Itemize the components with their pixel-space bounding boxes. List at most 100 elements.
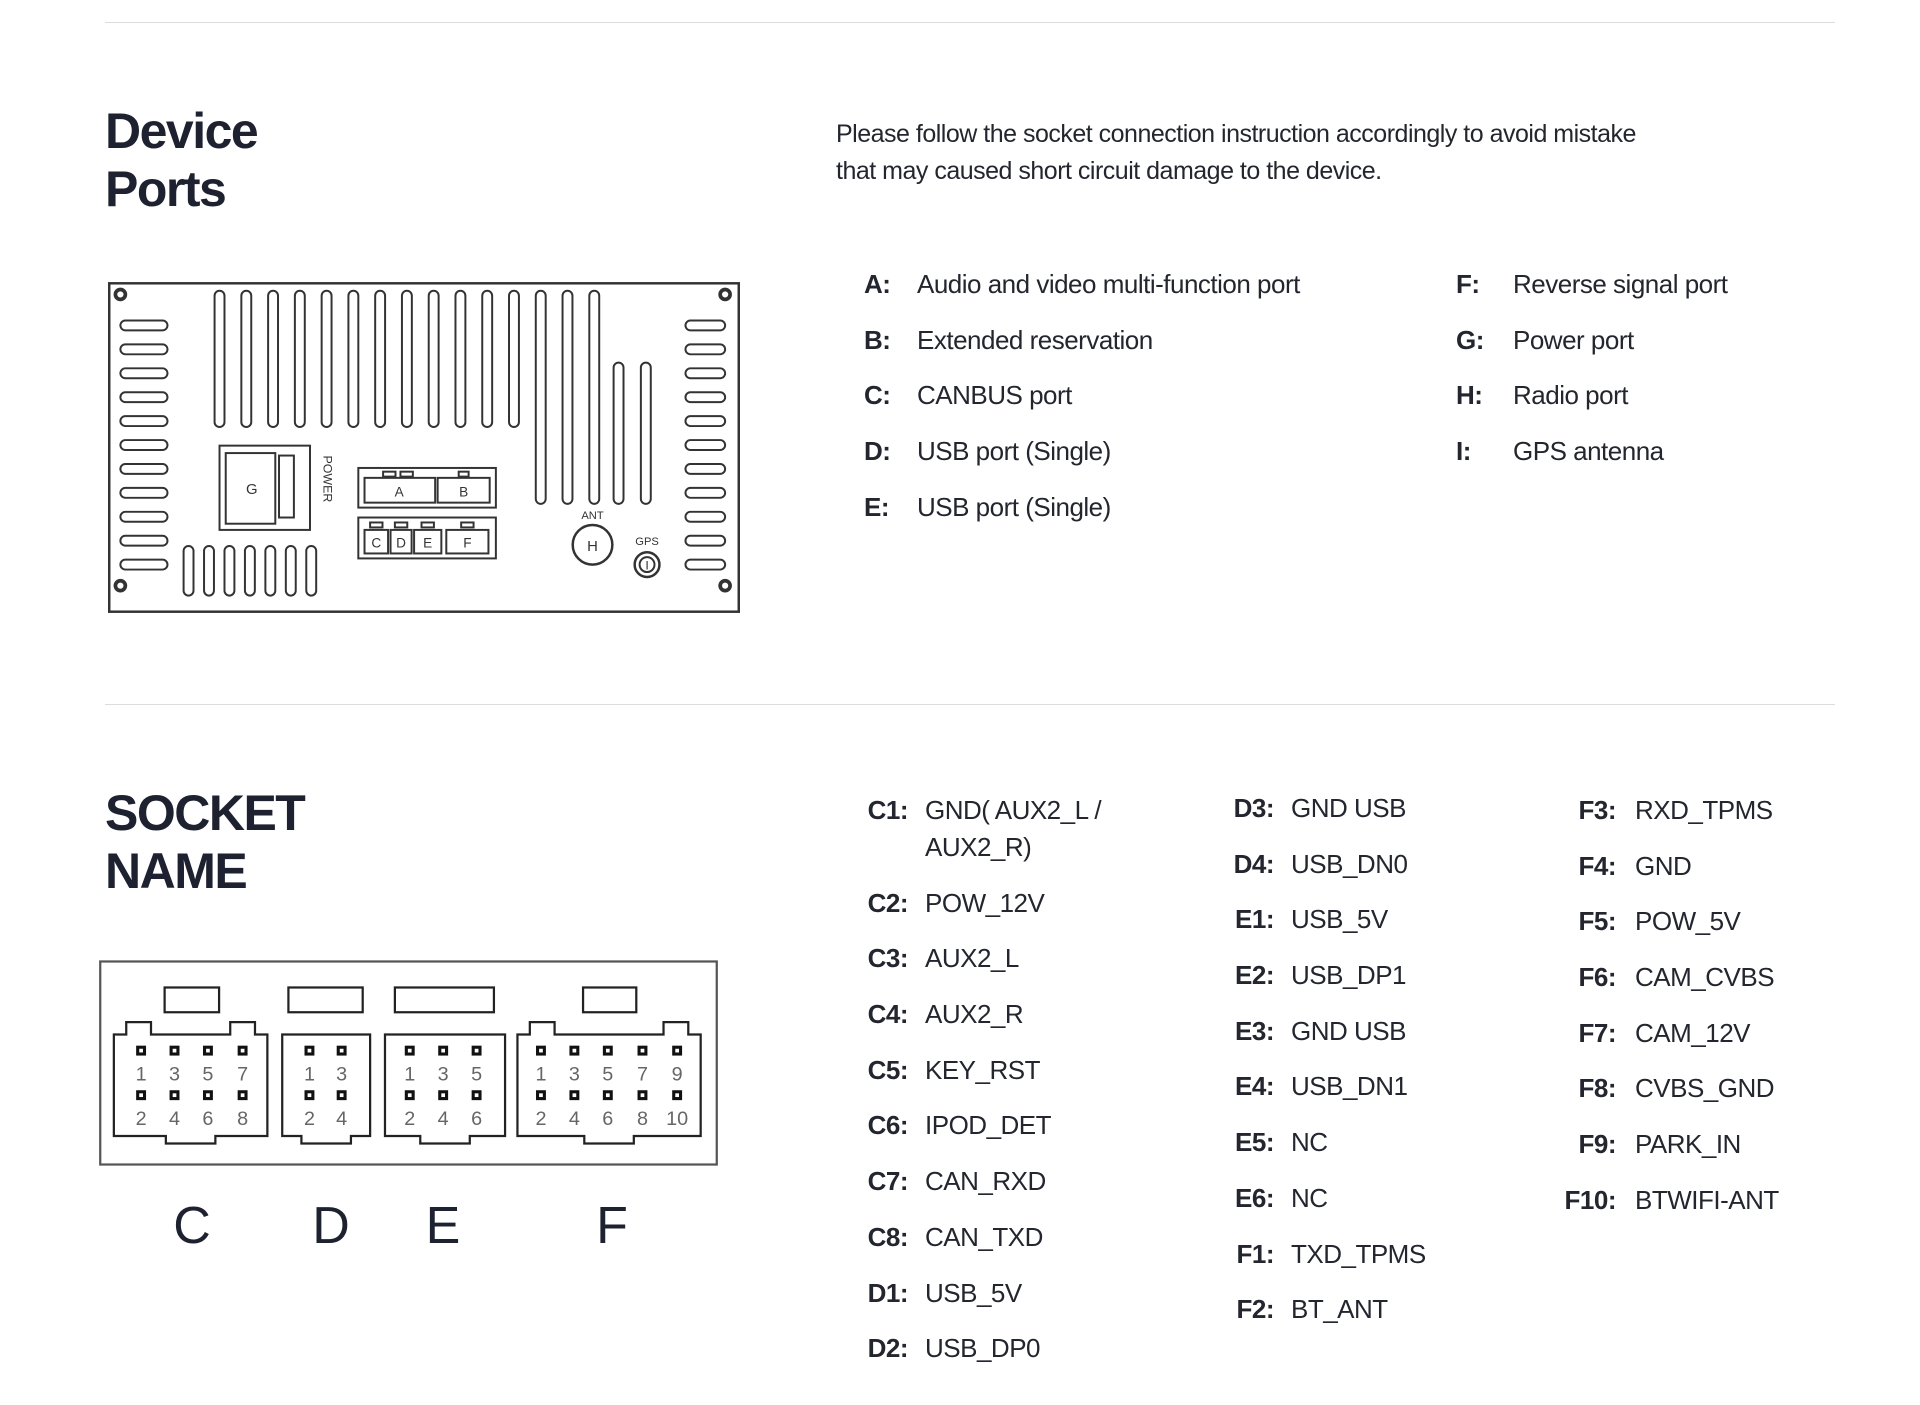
vent-slot (119, 415, 169, 428)
device-ports-heading: Device Ports (105, 102, 259, 218)
pin-id: D4: (1233, 848, 1275, 879)
heading-line: Ports (105, 161, 227, 217)
pin-hole (307, 1048, 312, 1053)
pin-hole (240, 1093, 245, 1098)
vent-slot (374, 289, 387, 429)
port-label-b: B (459, 484, 468, 499)
pin-signal-name: PARK_IN (1635, 1129, 1741, 1160)
vent-slot (119, 486, 169, 499)
pin-number: 5 (602, 1063, 613, 1085)
pin-id: F3: (1578, 795, 1617, 825)
pin-id: C7: (867, 1166, 909, 1197)
pin-id: C6: (867, 1110, 909, 1141)
pin-list-item: E6:NC (1226, 1180, 1426, 1217)
pin-list-item: F1: TXD_TPMS (1226, 1236, 1427, 1273)
vent-slot (243, 545, 256, 597)
pin-id: F4: (1578, 850, 1617, 881)
pin-list-item: C7: CAN_RXD (860, 1163, 1101, 1200)
vent-slot (508, 289, 520, 429)
vent-slot (684, 534, 727, 547)
vent-slot (684, 486, 727, 499)
vent-slot (223, 545, 236, 597)
pin-hole (605, 1093, 610, 1098)
vent-slot (119, 319, 169, 332)
pin-number: 7 (637, 1063, 648, 1085)
pin-number: 4 (336, 1108, 347, 1130)
pin-signal-name: CAM_12V (1635, 1017, 1751, 1048)
port-list-item: B:Extended reservation (864, 322, 1153, 358)
port-label: Extended reservation (917, 325, 1153, 355)
port-a (363, 476, 437, 504)
pin-hole (572, 1048, 577, 1053)
pin-signal-name: GND USB (1291, 1015, 1406, 1046)
pin-hole (640, 1048, 645, 1053)
pin-number: 5 (471, 1063, 482, 1085)
pin-id: F5: (1578, 906, 1617, 937)
pin-id: F9: (1578, 1129, 1617, 1160)
pin-number: 5 (202, 1063, 213, 1085)
port-key: D: (864, 436, 891, 466)
port-label-c: C (371, 535, 381, 550)
vent-slot (684, 391, 727, 404)
pin-list-item: F4: GND (1560, 848, 1779, 885)
pin-signal-name: GND (1635, 850, 1692, 881)
vent-slot (293, 289, 306, 429)
vent-slot (684, 462, 727, 475)
pin-number: 6 (602, 1108, 613, 1130)
port-label-d: D (396, 535, 406, 550)
ant-label: ANT (581, 510, 603, 522)
pin-hole (172, 1048, 177, 1053)
pin-number: 9 (672, 1063, 683, 1085)
pin-list-item: F9: PARK_IN (1560, 1126, 1779, 1163)
heading-line: Device (105, 103, 259, 159)
pin-hole (407, 1093, 412, 1098)
port-label-g: G (246, 482, 258, 498)
pin-number: 8 (637, 1108, 648, 1130)
port-key: E: (864, 492, 890, 522)
vent-slot (119, 439, 169, 451)
port-label: GPS antenna (1513, 436, 1664, 466)
port-list-item: I:GPS antenna (1456, 433, 1664, 469)
pin-number: 3 (336, 1063, 347, 1085)
connector-latch-d (287, 986, 364, 1014)
port-label-a: A (395, 484, 405, 499)
screw-hole-icon (718, 287, 732, 302)
port-list-item: C:CANBUS port (864, 377, 1072, 413)
pin-hole (407, 1048, 412, 1053)
port-label: USB port (Single) (917, 492, 1111, 522)
pin-signal-name: TXD_TPMS (1291, 1238, 1426, 1269)
port-label: Reverse signal port (1513, 269, 1728, 299)
port-key: C: (864, 380, 891, 410)
pin-list-item: F5: POW_5V (1560, 903, 1779, 940)
pin-id: C1: (867, 795, 909, 825)
pin-number: 3 (569, 1063, 580, 1085)
latch (399, 470, 414, 478)
vent-slot (639, 361, 652, 505)
pin-signal-name: CAN_RXD (925, 1166, 1046, 1197)
pin-list-item: F7:CAM_12V (1560, 1015, 1779, 1052)
gps-antenna-port (633, 550, 661, 579)
pin-list-item: D3:GND USB (1226, 790, 1426, 827)
vent-slot (264, 545, 277, 597)
pin-hole (240, 1048, 245, 1053)
pin-signal-name: KEY_RST (925, 1054, 1041, 1085)
pin-id: F1: (1236, 1238, 1275, 1269)
power-connector-g (218, 444, 311, 531)
vent-slot (203, 545, 215, 597)
port-label-f: F (463, 535, 471, 550)
pin-list-item: E2:USB_DP1 (1226, 957, 1426, 994)
vent-slot (684, 415, 727, 428)
port-b (436, 476, 491, 504)
vent-slot (684, 439, 727, 451)
pin-list-item: E3:GND USB (1226, 1013, 1426, 1050)
vent-slot (684, 558, 727, 571)
latch (382, 470, 397, 478)
vent-slot (119, 534, 169, 547)
port-e (413, 528, 443, 555)
pin-signal-name: POW_5V (1635, 906, 1741, 937)
pin-hole (572, 1093, 577, 1098)
port-list-item: G:Power port (1456, 322, 1634, 358)
pin-number: 4 (438, 1108, 449, 1130)
